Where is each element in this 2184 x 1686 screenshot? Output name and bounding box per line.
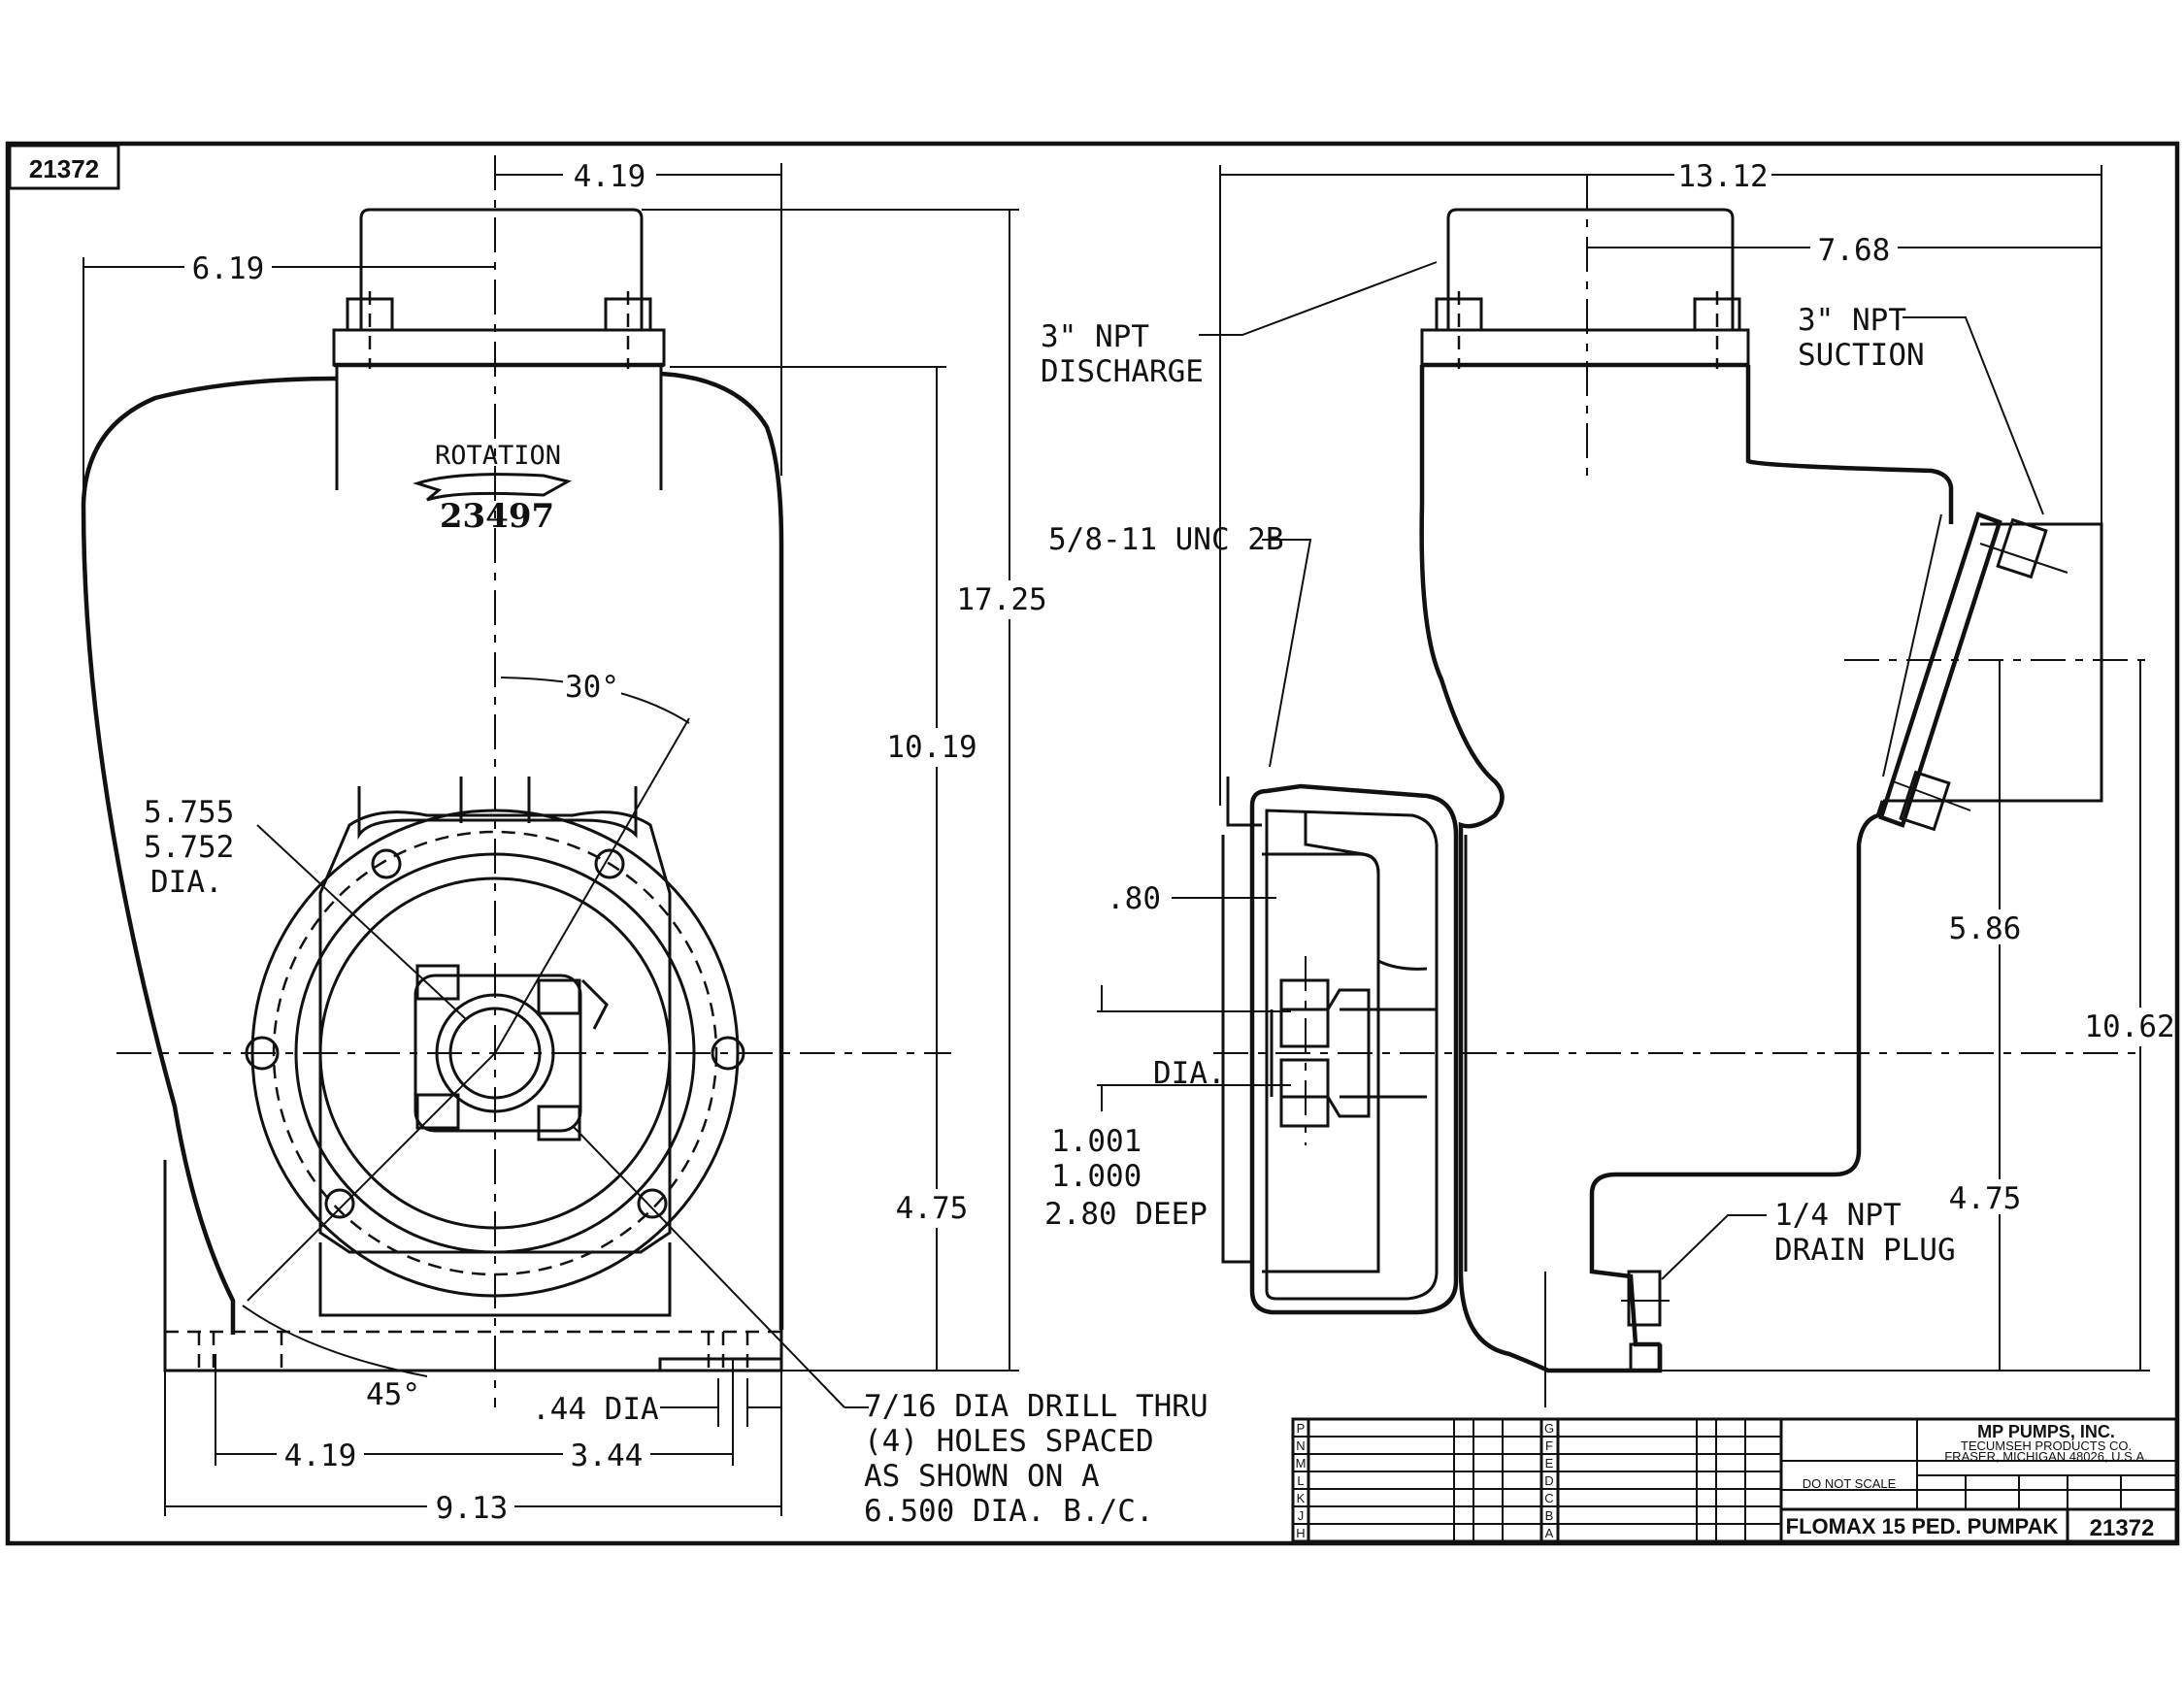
title-block-number: 21372 <box>2090 1515 2155 1541</box>
side-discharge-housing <box>1446 208 1735 330</box>
angle-lower: 45° <box>366 1377 420 1412</box>
drawing-title: FLOMAX 15 PED. PUMPAK <box>1786 1514 2059 1538</box>
rev-letter-a: A <box>1545 1526 1554 1540</box>
bracket-adapter <box>318 810 672 1254</box>
mounting-hole-1 <box>371 848 402 879</box>
dim-overall-length: 13.12 <box>1677 159 1768 194</box>
rev-letter-j: J <box>1298 1508 1305 1523</box>
hole-dia: .44 DIA <box>532 1392 659 1427</box>
shaft-nut-top-b <box>1279 1008 1330 1048</box>
rev-letter-p: P <box>1297 1421 1306 1436</box>
angle-upper: 30° <box>565 670 619 705</box>
bearing-bracket <box>1249 783 1459 1315</box>
side-view: 13.12 7.68 3" NPT DISCHARGE 3" NPT SUCTI… <box>1041 157 2175 1407</box>
bore-dia-2: 5.752 <box>144 830 234 865</box>
rev-letter-f: F <box>1545 1438 1553 1453</box>
rev-letter-n: N <box>1296 1438 1305 1453</box>
discharge-label-2: DISCHARGE <box>1041 354 1204 389</box>
suction-bolt-bottom <box>1899 770 1951 832</box>
rev-letter-e: E <box>1545 1456 1554 1471</box>
drawing-number-box <box>8 144 120 190</box>
side-boss-right <box>711 1036 745 1071</box>
dim-overall-height: 17.25 <box>956 582 1046 617</box>
shaft-dia-2: 1.000 <box>1051 1159 1142 1194</box>
dim-base-right: 3.44 <box>571 1438 644 1473</box>
note-line-4: 6.500 DIA. B./C. <box>864 1494 1154 1529</box>
suction-label-1: 3" NPT <box>1798 303 1906 338</box>
rev-letter-g: G <box>1544 1421 1554 1436</box>
drawing-number-top: 21372 <box>29 154 99 183</box>
suction-label-2: SUCTION <box>1798 338 1925 373</box>
title-block: P N M L K J H G F E D C B A MP PUMPS, IN… <box>1291 1417 2178 1543</box>
drain-label-2: DRAIN PLUG <box>1774 1233 1956 1268</box>
rev-letter-d: D <box>1544 1473 1553 1488</box>
pedestal-base <box>163 1160 783 1372</box>
flange-bolt-left <box>346 291 394 369</box>
flange-bolt-right <box>604 291 652 369</box>
hub-bolt-4 <box>537 1105 581 1141</box>
suction-flange <box>1878 512 2002 828</box>
shaft-dia-3: 2.80 DEEP <box>1044 1197 1208 1232</box>
discharge-housing <box>359 208 644 330</box>
bore-dia-3: DIA. <box>150 865 223 900</box>
mounting-hole-4 <box>637 1188 668 1219</box>
dim-top-width: 4.19 <box>574 159 646 194</box>
discharge-flange <box>332 328 666 367</box>
mounting-hole-3 <box>324 1188 355 1219</box>
suction-bolt-top <box>1996 517 2048 579</box>
bolt-circle <box>272 830 718 1276</box>
side-casing-profile <box>1419 365 1663 1373</box>
rev-letter-b: B <box>1545 1508 1554 1523</box>
rev-letter-k: K <box>1297 1491 1306 1505</box>
rev-letter-m: M <box>1296 1456 1307 1471</box>
side-boss-left <box>245 1036 280 1071</box>
rev-letter-c: C <box>1544 1491 1553 1505</box>
casting-number: 23497 <box>440 497 554 536</box>
shaft-bore <box>448 1007 542 1100</box>
discharge-label-1: 3" NPT <box>1041 319 1149 354</box>
dia-label: DIA. <box>1153 1056 1226 1091</box>
rotation-label: ROTATION <box>435 441 561 471</box>
bore-dia-1: 5.755 <box>144 795 234 830</box>
company-sub-1: TECUMSEH PRODUCTS CO. <box>1961 1438 2132 1453</box>
dim-left-offset: 6.19 <box>192 251 265 286</box>
hub-bolt-3 <box>415 1093 460 1130</box>
casing-left-profile <box>81 376 338 1335</box>
note-line-2: (4) HOLES SPACED <box>864 1424 1154 1459</box>
hub-bolt-2 <box>537 978 581 1015</box>
do-not-scale: DO NOT SCALE <box>1803 1476 1897 1491</box>
thread-label: 5/8-11 UNC 2B <box>1048 522 1284 557</box>
hub-bolt-1 <box>415 964 460 1001</box>
note-line-1: 7/16 DIA DRILL THRU <box>864 1389 1208 1424</box>
dim-total-height: 10.62 <box>2084 1009 2174 1044</box>
suction-port <box>1883 522 2103 803</box>
mounting-hole-2 <box>594 848 625 879</box>
rev-letter-h: H <box>1296 1526 1305 1540</box>
dim-side-lower: 4.75 <box>1949 1181 2022 1216</box>
casing-right-profile <box>660 371 784 1330</box>
drain-plug <box>1627 1270 1662 1327</box>
rotation-arrow-icon <box>413 473 573 502</box>
rev-letter-l: L <box>1297 1473 1304 1488</box>
adapter-top-block <box>357 786 638 840</box>
dim-base-left: 4.19 <box>284 1438 357 1473</box>
dim-upper-height: 10.19 <box>886 730 976 765</box>
volute-outer-circle <box>250 809 740 1298</box>
drawing-border <box>5 141 2180 1546</box>
dim-discharge-offset: 7.68 <box>1818 233 1891 268</box>
company-sub-2: FRASER, MICHIGAN 48026, U.S.A. <box>1944 1449 2148 1464</box>
note-line-3: AS SHOWN ON A <box>864 1459 1100 1494</box>
shaft-dia-1: 1.001 <box>1051 1124 1142 1159</box>
dim-lower-height: 4.75 <box>896 1191 969 1226</box>
shaft-nut-bot-b <box>1279 1095 1330 1128</box>
front-view: ROTATION 23497 4.19 6.19 17.25 10.19 4.7… <box>81 155 1208 1529</box>
dim-suction-height: 5.86 <box>1949 911 2022 946</box>
shaft-hub <box>414 974 582 1133</box>
dim-base-overall: 9.13 <box>436 1491 509 1526</box>
dim-flange: .80 <box>1107 881 1161 916</box>
drain-label-1: 1/4 NPT <box>1774 1198 1902 1233</box>
company-name: MP PUMPS, INC. <box>1977 1422 2115 1441</box>
